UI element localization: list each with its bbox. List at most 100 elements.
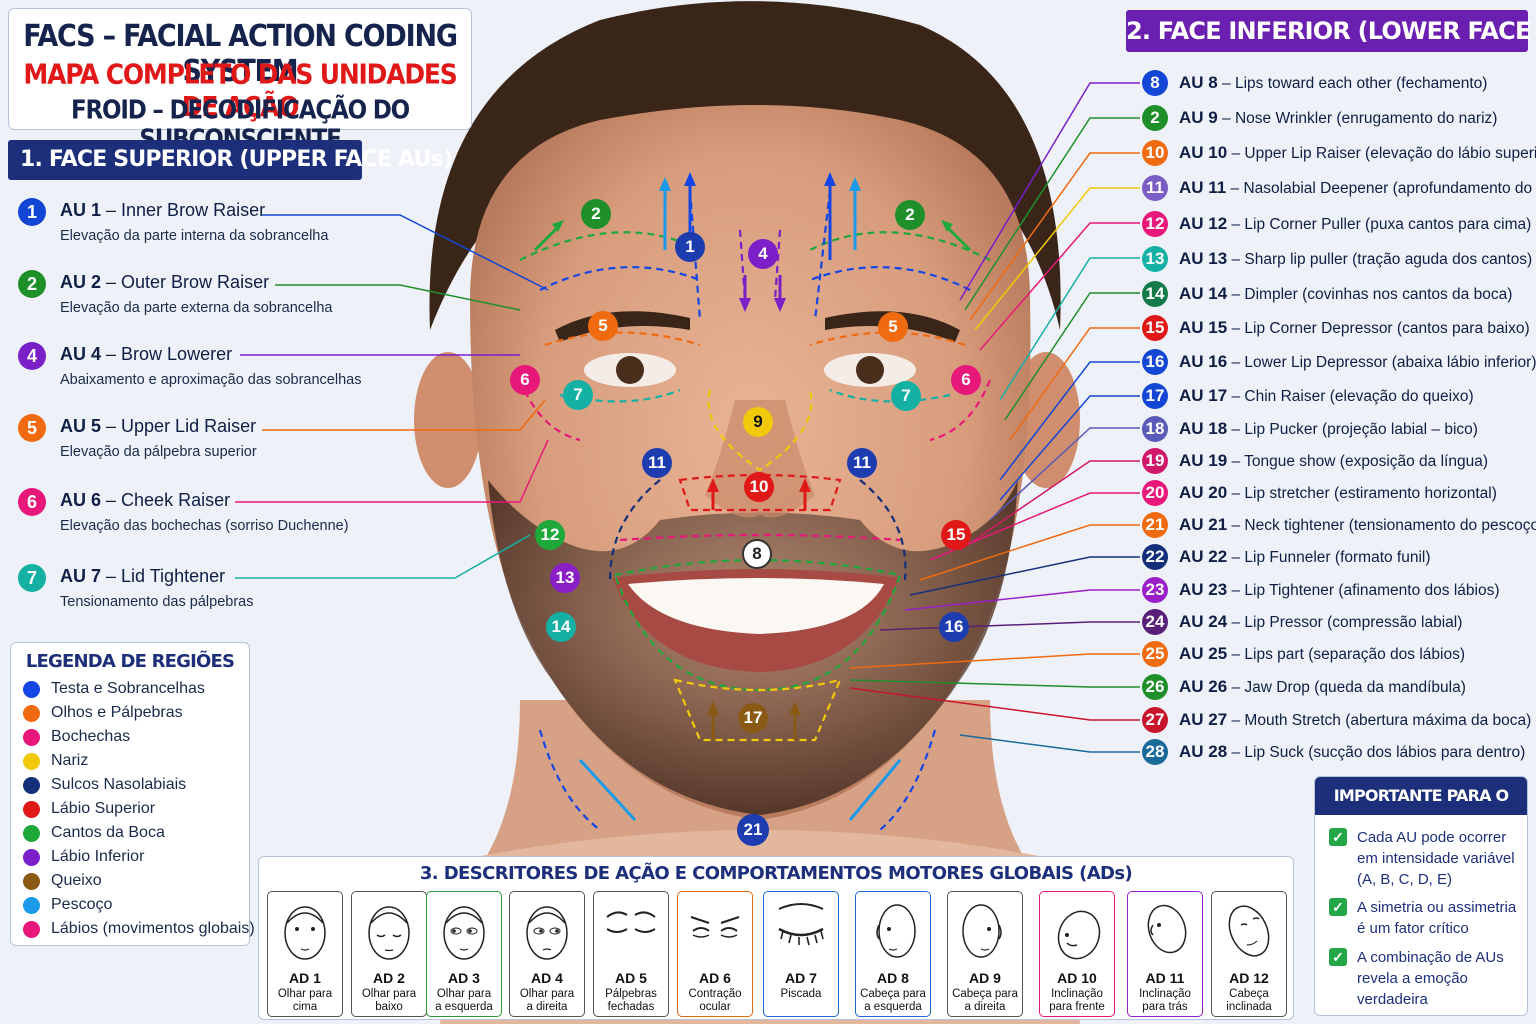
au-text: AU 21 – Neck tightener (tensionamento do…	[1179, 515, 1536, 534]
au-text: AU 9 – Nose Wrinkler (enrugamento do nar…	[1179, 108, 1498, 127]
head-tilt-back-icon	[1147, 904, 1187, 954]
face-marker-11-right: 11	[847, 448, 877, 478]
left-ear	[414, 352, 482, 488]
au-number-badge: 10	[1142, 140, 1168, 166]
region-legend: LEGENDA DE REGIÕES Testa e Sobrancelhas …	[10, 642, 255, 946]
au-text: AU 16 – Lower Lip Depressor (abaixa lábi…	[1179, 352, 1536, 371]
important-title: IMPORTANTE PARA O FROID)	[1315, 777, 1527, 843]
au-number-badge: 26	[1142, 674, 1168, 700]
legend-dot	[23, 801, 40, 818]
action-descriptors-panel: 3. DESCRITORES DE AÇÃO E COMPORTAMENTOS …	[258, 856, 1294, 1020]
main-title: FACS – FACIAL ACTION CODING SYSTEM	[23, 19, 458, 89]
nose	[705, 400, 815, 518]
head-tilt-forward-icon	[1057, 910, 1101, 960]
au-text: AU 25 – Lips part (separação dos lábios)	[1179, 644, 1465, 663]
face-looking-up-icon	[284, 906, 326, 960]
legend-label: Lábios (movimentos globais)	[51, 920, 255, 937]
important-text: A simetria ou assimetria é um fator crít…	[1357, 899, 1517, 937]
legend-label: Testa e Sobrancelhas	[51, 680, 205, 697]
au-text: AU 27 – Mouth Stretch (abertura máxima d…	[1179, 710, 1532, 729]
ad-code: AD 7	[785, 970, 817, 986]
checkmark-icon: ✓	[1329, 828, 1347, 846]
au-text: AU 10 – Upper Lip Raiser (elevação do lá…	[1179, 143, 1536, 162]
face-marker-8: 8	[742, 539, 772, 569]
blinking-eye-icon	[778, 903, 824, 946]
title-box: FACS – FACIAL ACTION CODING SYSTEM MAPA …	[8, 8, 472, 154]
face-marker-10: 10	[744, 472, 774, 502]
ad-label: Piscada	[780, 988, 822, 1000]
face-marker-11-left: 11	[642, 448, 672, 478]
au-text: AU 26 – Jaw Drop (queda da mandíbula)	[1179, 677, 1466, 696]
au-number-badge: 6	[18, 488, 46, 516]
au-number-badge: 8	[1142, 70, 1168, 96]
face-marker-2-left: 2	[581, 199, 611, 229]
ad-code: AD 12	[1229, 970, 1269, 986]
face-marker-14: 14	[546, 612, 576, 642]
au-text: AU 20 – Lip stretcher (estiramento horiz…	[1179, 483, 1497, 502]
au-number-badge: 22	[1142, 544, 1168, 570]
head-turn-left-icon	[876, 904, 916, 958]
legend-label: Cantos da Boca	[51, 824, 165, 841]
legend-dot	[23, 729, 40, 746]
ad-code: AD 9	[969, 970, 1001, 986]
ad-code: AD 8	[877, 970, 909, 986]
legend-dot	[23, 873, 40, 890]
au-number-badge: 5	[18, 414, 46, 442]
legend-label: Lábio Superior	[51, 800, 156, 817]
au-text: AU 14 – Dimpler (covinhas nos cantos da …	[1179, 284, 1513, 303]
face-marker-6-right: 6	[951, 365, 981, 395]
face-marker-5-right: 5	[878, 312, 908, 342]
au-text: AU 23 – Lip Tightener (afinamento dos lá…	[1179, 580, 1500, 599]
au-number-badge: 12	[1142, 211, 1168, 237]
face-looking-left-icon	[443, 906, 485, 960]
au-text: AU 18 – Lip Pucker (projeção labial – bi…	[1179, 419, 1478, 438]
ad-card-7: AD 7 Piscada	[763, 891, 839, 1017]
au-number-badge: 1	[18, 198, 46, 226]
au-text: AU 8 – Lips toward each other (fechament…	[1179, 73, 1488, 92]
face-looking-down-icon	[368, 906, 410, 960]
subtitle-map: MAPA COMPLETO DAS UNIDADES DE AÇÃO	[23, 57, 457, 123]
au-number-badge: 18	[1142, 416, 1168, 442]
au-number-badge: 21	[1142, 512, 1168, 538]
legend-label: Nariz	[51, 752, 89, 769]
legend-dot	[23, 777, 40, 794]
au-text: AU 28 – Lip Suck (sucção dos lábios para…	[1179, 742, 1526, 761]
ad-code: AD 10	[1057, 970, 1097, 986]
squinting-eyes-icon	[690, 916, 740, 938]
face-marker-7-right: 7	[891, 381, 921, 411]
au-number-badge: 7	[18, 564, 46, 592]
legend-dot	[23, 825, 40, 842]
important-text: Cada AU pode ocorrer em intensidade vari…	[1357, 829, 1515, 888]
au-text: AU 15 – Lip Corner Depressor (cantos par…	[1179, 318, 1530, 337]
au-text: AU 13 – Sharp lip puller (tração aguda d…	[1179, 249, 1533, 268]
au-number-badge: 16	[1142, 349, 1168, 375]
au-title: AU 7 – Lid Tightener	[60, 566, 226, 586]
legend-dot	[23, 705, 40, 722]
au-number-badge: 2	[1142, 105, 1168, 131]
legend-dot	[23, 897, 40, 914]
face-marker-1: 1	[675, 232, 705, 262]
legend-dot	[23, 849, 40, 866]
face-marker-17: 17	[738, 703, 768, 733]
au-text: AU 12 – Lip Corner Puller (puxa cantos p…	[1179, 214, 1532, 233]
face-marker-4: 4	[748, 239, 778, 269]
au-title: AU 6 – Cheek Raiser	[60, 490, 231, 510]
au-number-badge: 20	[1142, 480, 1168, 506]
face-marker-13: 13	[550, 563, 580, 593]
